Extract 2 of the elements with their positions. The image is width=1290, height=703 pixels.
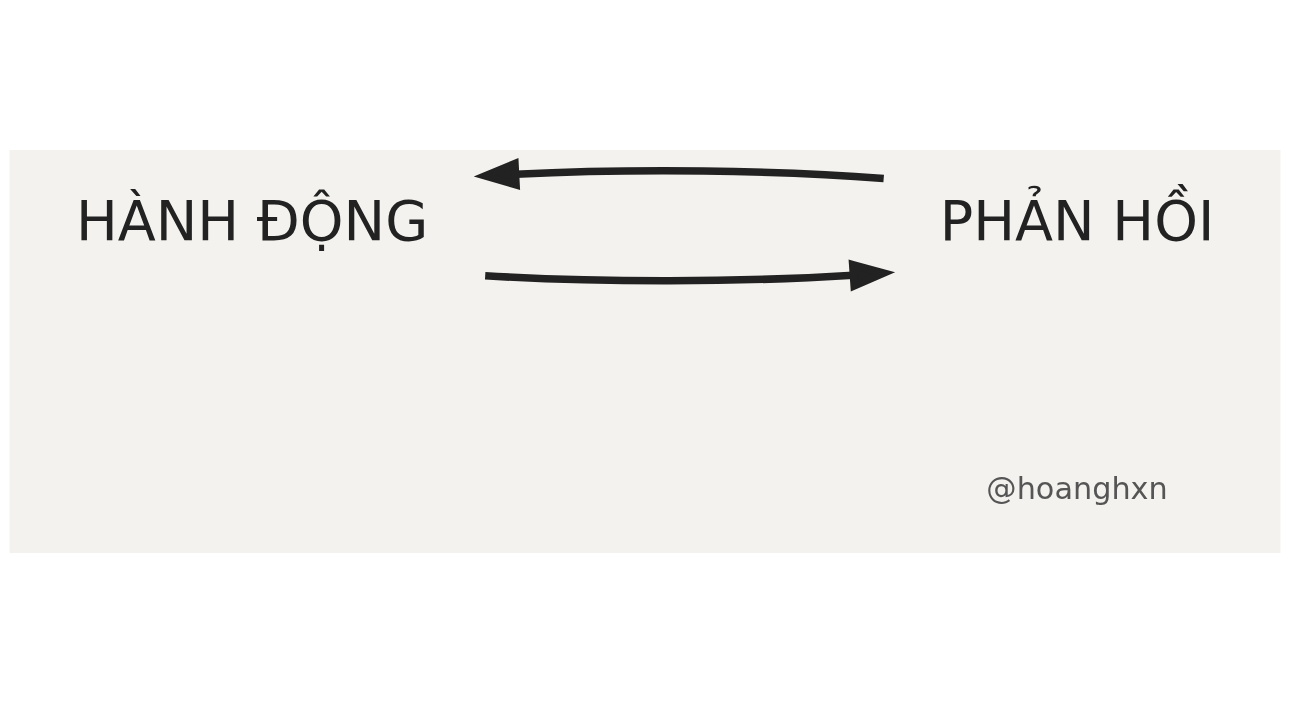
node-text: HÀNH ĐỘNG [75,187,429,253]
label: @hoanghxn [986,470,1168,506]
